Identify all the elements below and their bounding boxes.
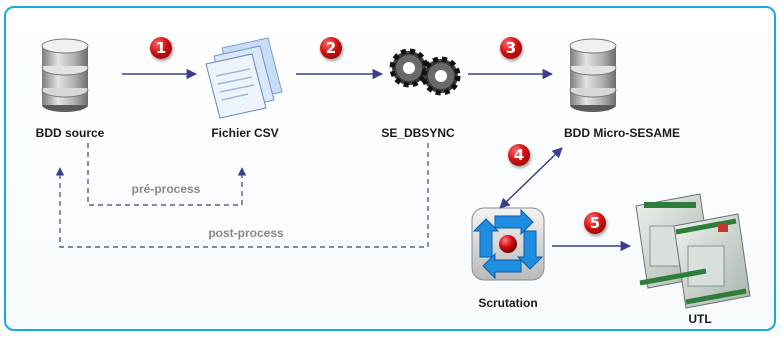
pre-process-loop (87, 143, 247, 206)
label-bdd-micro-sesame: BDD Micro-SESAME (563, 126, 681, 140)
post-process-loop (55, 143, 429, 248)
utl-devices-icon (635, 193, 751, 309)
label-post-process: post-process (208, 226, 284, 240)
scrutation-icon (471, 207, 545, 281)
step-badge-4: 4 (508, 144, 530, 166)
label-scrutation: Scrutation (478, 296, 538, 310)
database-source-icon (41, 38, 89, 112)
step-badge-1: 1 (150, 37, 172, 59)
step-badge-3: 3 (500, 37, 522, 59)
arrow-micro-scrutation (499, 147, 563, 209)
database-micro-sesame-icon (569, 38, 617, 112)
label-utl: UTL (688, 312, 712, 326)
step-badge-5: 5 (584, 212, 606, 234)
csv-documents-icon (205, 37, 283, 119)
step-badge-2: 2 (320, 37, 342, 59)
label-se-dbsync: SE_DBSYNC (381, 126, 455, 140)
label-pre-process: pré-process (131, 182, 201, 196)
label-bdd-source: BDD source (35, 126, 105, 140)
label-fichier-csv: Fichier CSV (211, 126, 279, 140)
gears-icon (389, 48, 461, 96)
